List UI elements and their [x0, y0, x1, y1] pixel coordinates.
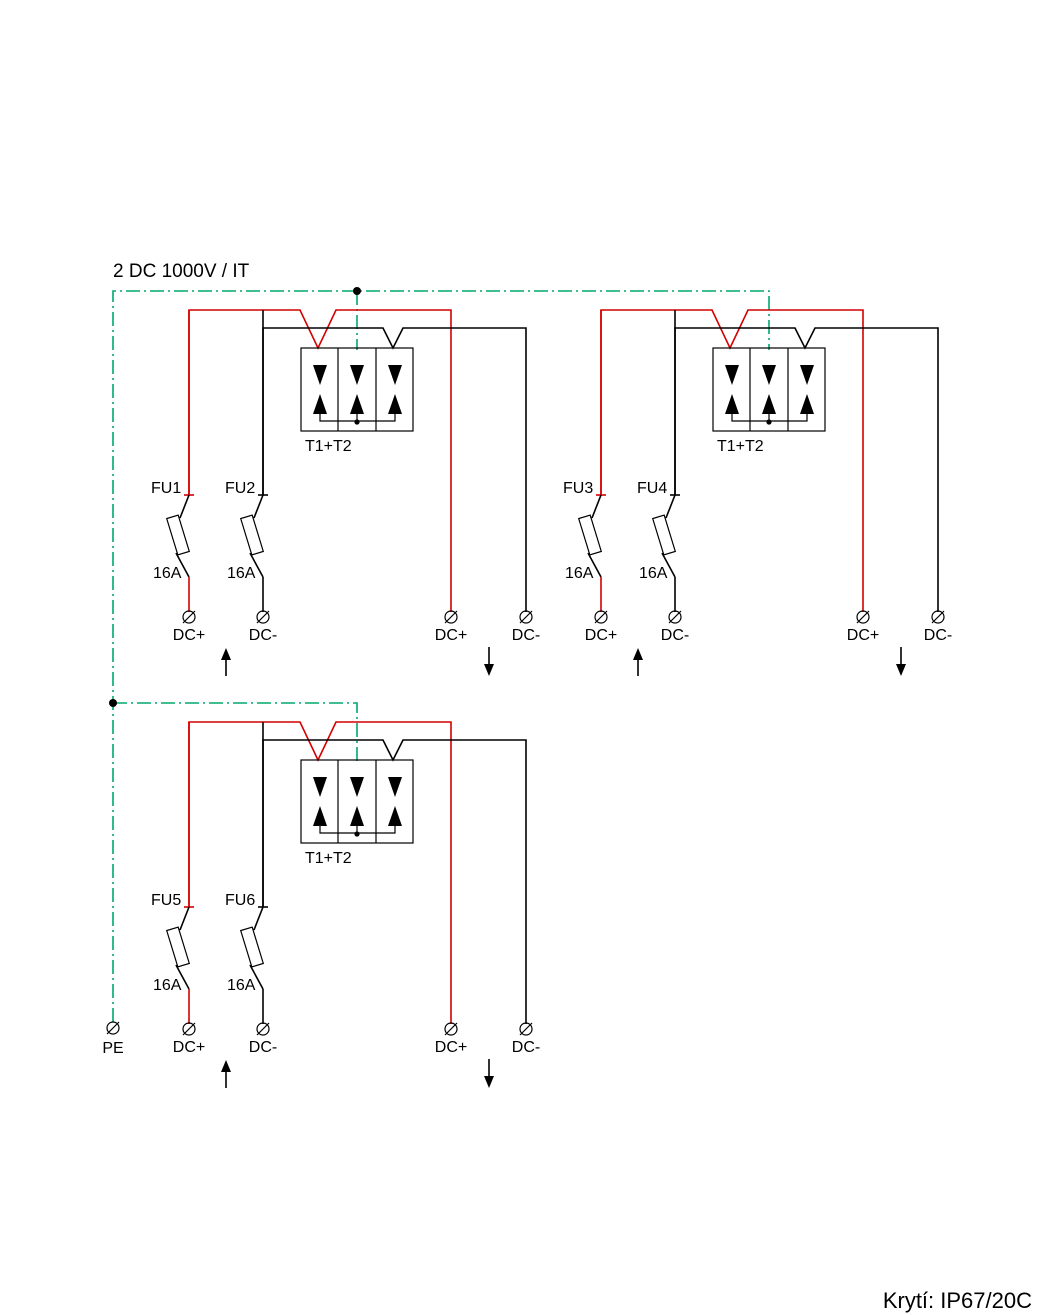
fuse-fu5: FU5 16A	[151, 722, 194, 1024]
surge-protector-label: T1+T2	[305, 438, 352, 455]
output-dc-plus-terminal: DC+	[435, 1022, 467, 1056]
fuse-name: FU3	[563, 480, 593, 497]
input-dc-plus-terminal-label: DC+	[585, 627, 617, 644]
fuse-fu3: FU3 16A	[563, 310, 606, 612]
diagram-title: 2 DC 1000V / IT	[113, 261, 250, 282]
pe-bus	[109, 287, 770, 1022]
surge-protector: T1+T2	[300, 759, 414, 867]
output-dc-plus-terminal-label: DC+	[847, 627, 879, 644]
circuit-units: T1+T2FU116AFU216ADC+DC-DC+DC-T1+T2FU316A…	[151, 309, 952, 1088]
pe-terminal: PE	[102, 1021, 124, 1057]
enclosure-rating: Krytí: IP67/20C	[883, 1288, 1032, 1313]
fuse-rating: 16A	[227, 565, 256, 582]
fuse-fu2: FU2 16A	[225, 310, 268, 612]
fuse-rating: 16A	[227, 977, 256, 994]
fuse-name: FU1	[151, 480, 181, 497]
output-dc-minus-terminal: DC-	[924, 610, 952, 644]
surge-protector-label: T1+T2	[717, 438, 764, 455]
output-dc-plus-terminal: DC+	[847, 610, 879, 644]
fuse-fu1: FU1 16A	[151, 310, 194, 612]
input-dc-minus-terminal-label: DC-	[661, 627, 689, 644]
fuse-rating: 16A	[639, 565, 668, 582]
output-dc-plus-terminal-label: DC+	[435, 627, 467, 644]
fuse-fu4: FU4 16A	[637, 310, 680, 612]
fuse-name: FU6	[225, 892, 255, 909]
input-dc-plus-terminal: DC+	[173, 1022, 205, 1056]
surge-protector-label: T1+T2	[305, 850, 352, 867]
fuse-rating: 16A	[153, 977, 182, 994]
input-dc-minus-terminal: DC-	[249, 1022, 277, 1056]
output-dc-plus-terminal-label: DC+	[435, 1039, 467, 1056]
input-dc-plus-terminal: DC+	[173, 610, 205, 644]
input-dc-minus-terminal: DC-	[249, 610, 277, 644]
surge-protector: T1+T2	[300, 347, 414, 455]
fuse-name: FU2	[225, 480, 255, 497]
output-dc-minus-terminal-label: DC-	[512, 627, 540, 644]
output-dc-minus-terminal-label: DC-	[512, 1039, 540, 1056]
fuse-rating: 16A	[565, 565, 594, 582]
fuse-name: FU5	[151, 892, 181, 909]
pe-label: PE	[102, 1040, 123, 1057]
input-dc-plus-terminal: DC+	[585, 610, 617, 644]
fuse-rating: 16A	[153, 565, 182, 582]
output-dc-minus-terminal: DC-	[512, 1022, 540, 1056]
input-dc-minus-terminal: DC-	[661, 610, 689, 644]
output-dc-plus-terminal: DC+	[435, 610, 467, 644]
output-dc-minus-terminal-label: DC-	[924, 627, 952, 644]
output-arrow-icon	[484, 1059, 494, 1088]
output-arrow-icon	[484, 647, 494, 676]
input-dc-plus-terminal-label: DC+	[173, 627, 205, 644]
input-dc-minus-terminal-label: DC-	[249, 1039, 277, 1056]
fuse-fu6: FU6 16A	[225, 722, 268, 1024]
input-arrow-icon	[633, 648, 643, 676]
output-dc-minus-terminal: DC-	[512, 610, 540, 644]
output-arrow-icon	[896, 647, 906, 676]
input-dc-minus-terminal-label: DC-	[249, 627, 277, 644]
surge-protector: T1+T2	[712, 347, 826, 455]
input-arrow-icon	[221, 648, 231, 676]
fuse-name: FU4	[637, 480, 667, 497]
input-arrow-icon	[221, 1060, 231, 1088]
input-dc-plus-terminal-label: DC+	[173, 1039, 205, 1056]
